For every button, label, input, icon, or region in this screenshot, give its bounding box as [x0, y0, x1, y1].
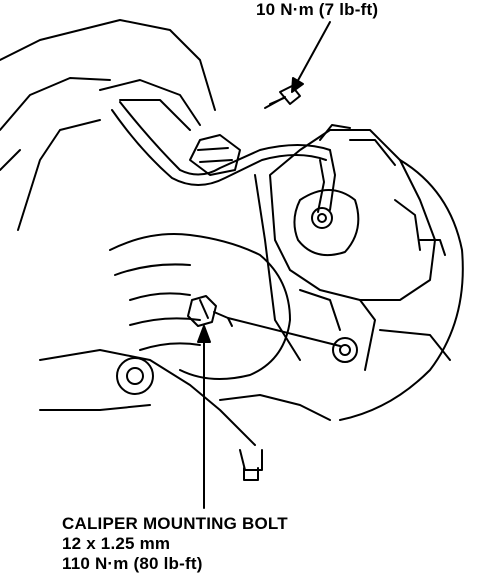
lower-arm [39, 349, 331, 481]
caliper-bolt-size: 12 x 1.25 mm [62, 534, 171, 553]
top-callout-arrow [291, 21, 331, 93]
brake-hose [111, 101, 336, 213]
bolt-alignment-line [227, 317, 358, 363]
strut-body [0, 19, 216, 231]
caliper-bolt-callout: CALIPER MOUNTING BOLT 12 x 1.25 mm 110 N… [62, 514, 288, 574]
caliper-mounting-bolt-icon [187, 295, 233, 327]
caliper-bolt-name: CALIPER MOUNTING BOLT [62, 514, 288, 533]
brake-disc [339, 159, 464, 421]
knuckle-body [254, 174, 376, 371]
bottom-callout-arrow [197, 325, 211, 509]
hose-bracket-bolt-icon [264, 85, 301, 109]
hose-bracket [189, 134, 241, 176]
caliper-body [269, 124, 436, 301]
brake-hose-bolt-torque: 10 N·m (7 lb-ft) [256, 0, 379, 19]
caliper-bolt-torque: 110 N·m (80 lb-ft) [62, 554, 203, 573]
brake-hose-bolt-callout: 10 N·m (7 lb-ft) [256, 0, 378, 20]
drive-shaft-boot [109, 233, 291, 380]
